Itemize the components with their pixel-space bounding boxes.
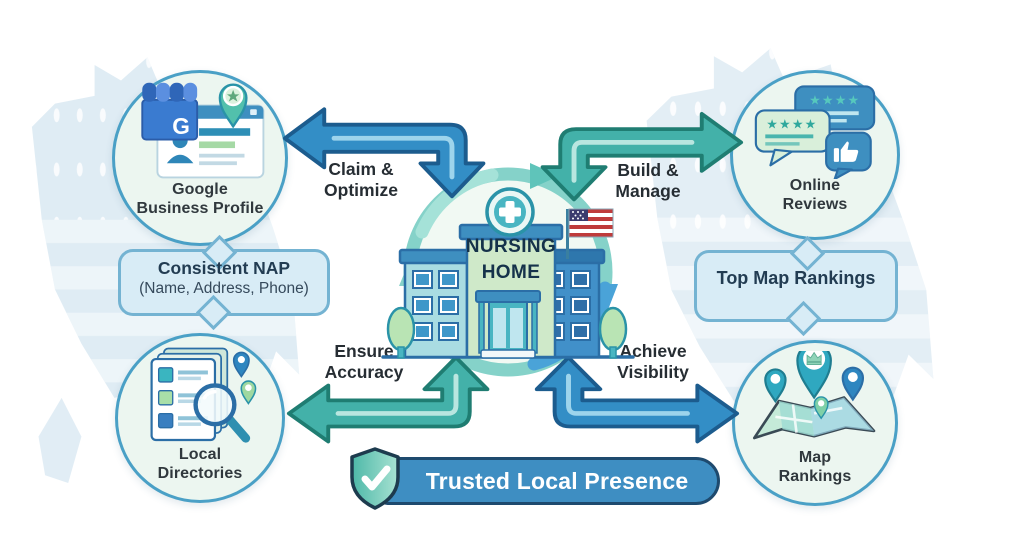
node-label-local-directories: Local Directories — [157, 446, 243, 482]
review-bubble-green-icon: ★★★★ — [754, 109, 831, 167]
ring-chevron-right — [530, 163, 559, 189]
claim-optimize-label: Claim &Optimize — [324, 159, 398, 200]
tree-icon-right — [598, 306, 628, 359]
shield-check-icon — [350, 447, 400, 510]
location-pin-icon — [764, 368, 787, 404]
node-label-online-reviews: Online Reviews — [782, 177, 848, 213]
google-g-letter: G — [172, 113, 190, 139]
trusted-local-presence-badge: Trusted Local Presence — [366, 457, 720, 505]
build-manage-arrow — [540, 112, 744, 202]
us-flag-icon — [566, 208, 614, 259]
online-reviews-icon: ★★★★ ★★★★ — [754, 85, 876, 179]
top-map-rankings-callout: Top Map Rankings — [694, 235, 898, 337]
thumbs-up-icon — [825, 131, 872, 179]
node-local-directories: Local Directories — [115, 333, 285, 503]
tree-icon-left — [386, 306, 416, 359]
google-business-profile-icon: G — [141, 82, 265, 179]
star-pin-icon — [218, 83, 248, 129]
achieve-visibility-arrow — [534, 355, 740, 444]
medical-cross-icon — [485, 187, 535, 237]
local-directories-icon — [150, 347, 257, 443]
location-pin-icon — [240, 380, 257, 405]
node-google-business-profile: G Google Business Profile — [112, 70, 288, 246]
map-rankings-icon — [752, 351, 876, 440]
location-pin-icon — [232, 351, 250, 378]
claim-optimize-arrow — [282, 107, 486, 199]
star-rating: ★★★★ — [809, 92, 860, 107]
folded-map-icon — [752, 396, 876, 440]
location-pin-icon — [813, 396, 829, 420]
node-online-reviews: ★★★★ ★★★★ Online Review — [730, 70, 900, 240]
nursing-home-illustration — [381, 187, 635, 359]
node-label-google-business-profile: Google Business Profile — [136, 181, 264, 217]
star-rating: ★★★★ — [766, 116, 817, 131]
crown-pin-icon — [796, 351, 832, 400]
left-wing-windows — [412, 270, 459, 341]
entrance — [475, 290, 541, 359]
location-pin-icon — [841, 366, 865, 402]
build-manage-label: Build &Manage — [615, 160, 681, 201]
building-sign: NURSING HOME — [465, 236, 557, 283]
google-storefront-icon: G — [141, 82, 199, 141]
node-map-rankings: Map Rankings — [732, 340, 898, 506]
ensure-accuracy-arrow — [286, 355, 490, 444]
consistent-nap-callout: Consistent NAP (Name, Address, Phone) — [118, 234, 330, 331]
magnifier-icon — [193, 383, 251, 443]
node-label-map-rankings: Map Rankings — [778, 449, 852, 485]
